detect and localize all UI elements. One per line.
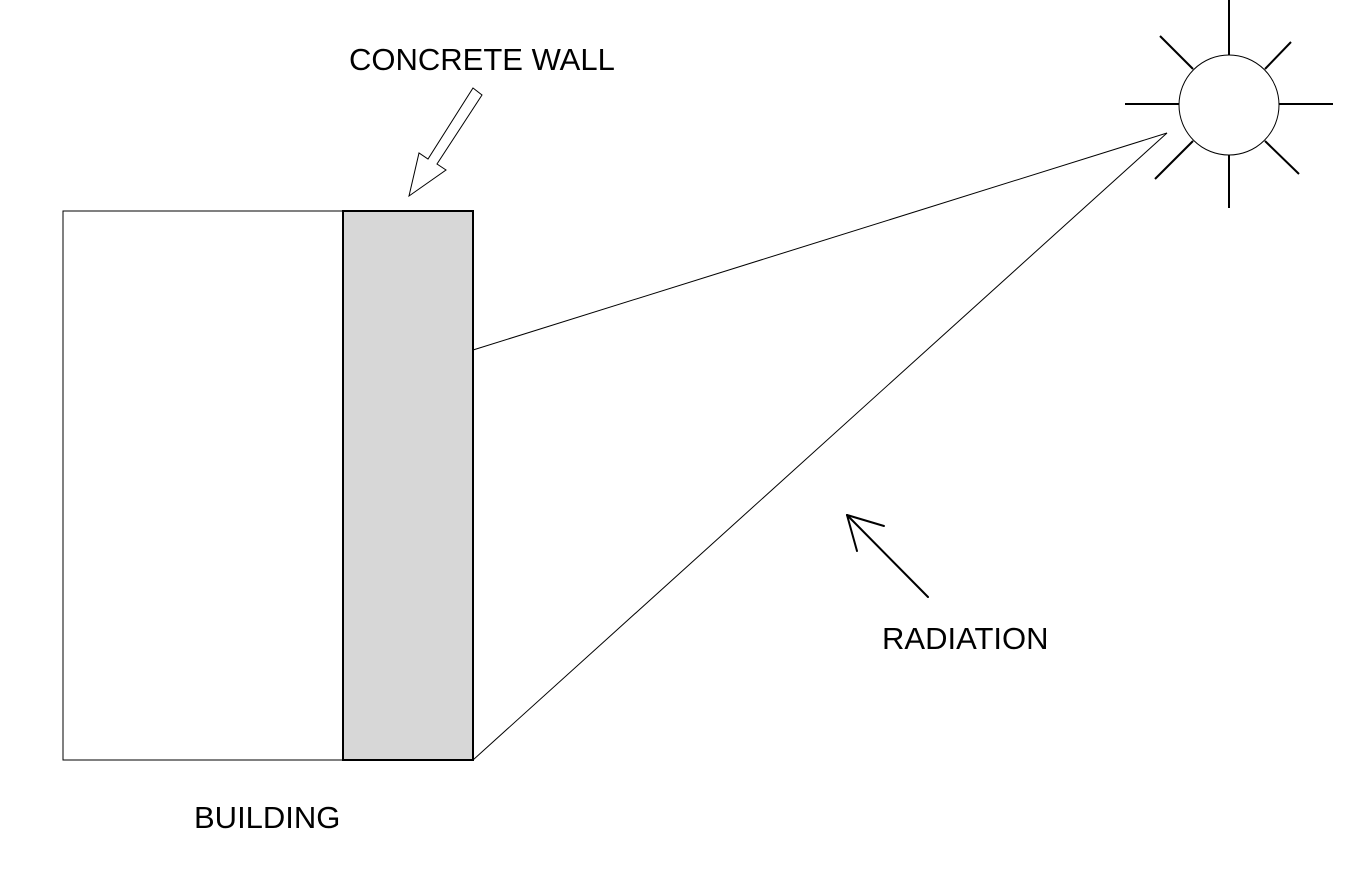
hollow-arrow-icon [408,87,483,198]
sun-icon [1125,0,1333,208]
concrete-wall-label: CONCRETE WALL [349,42,615,77]
radiation-beam-upper-ray [472,132,1168,351]
concrete-wall [342,210,474,761]
sun-rays [1125,0,1333,208]
arrow-icon [846,514,929,598]
building-body [62,210,344,761]
radiation-label: RADIATION [882,621,1049,656]
radiation-beam-lower-ray [472,132,1168,761]
sun-disc [1178,54,1280,156]
radiation-beam [472,132,1168,761]
building-label: BUILDING [194,800,340,835]
